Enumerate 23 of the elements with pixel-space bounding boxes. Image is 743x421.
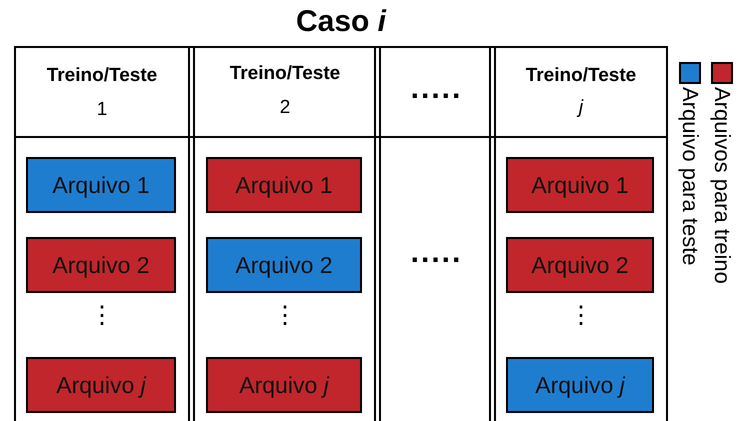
file-box: Arquivo j (206, 357, 362, 413)
vertical-ellipsis: ⋮ (90, 301, 114, 331)
legend-label: Arquivos para treino (709, 87, 735, 284)
column-header: Treino/Teste (230, 62, 340, 86)
file-box: Arquivo j (506, 357, 654, 413)
file-box: Arquivo 2 (206, 237, 362, 293)
vertical-ellipsis: ⋮ (273, 301, 297, 331)
legend-label: Arquivo para teste (677, 87, 703, 266)
vertical-ellipsis: ⋮ (569, 301, 593, 331)
file-box: Arquivo 2 (26, 237, 176, 293)
file-box: Arquivo 2 (506, 237, 654, 293)
column-number: 1 (96, 98, 108, 122)
column-number: j (578, 96, 584, 120)
ellipsis: ..... (410, 74, 462, 104)
file-box: Arquivo 1 (206, 157, 362, 213)
column-number: 2 (280, 96, 290, 120)
file-box: Arquivo 1 (506, 157, 654, 213)
ellipsis: ..... (410, 238, 462, 268)
title: Caso i (294, 4, 388, 40)
file-box: Arquivo j (26, 357, 176, 413)
column-header: Treino/Teste (46, 64, 158, 88)
column-header: Treino/Teste (526, 64, 636, 88)
file-box: Arquivo 1 (26, 157, 176, 213)
